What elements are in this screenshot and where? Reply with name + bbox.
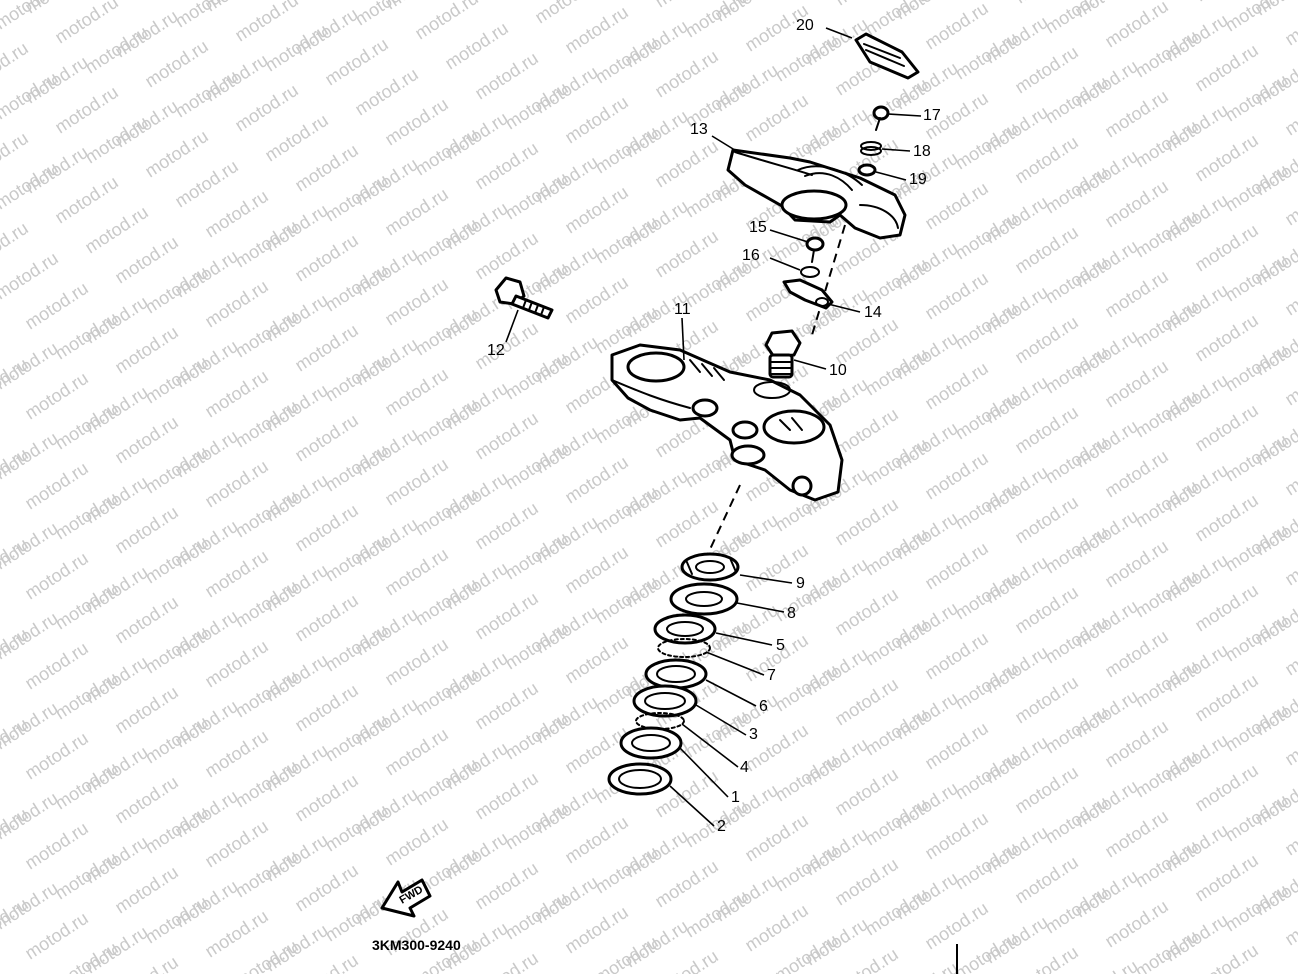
part-15-bolt [805,236,825,263]
part-1-bearing-race [619,726,683,760]
part-3-bearing-race [632,684,698,718]
part-20-emblem [854,32,920,80]
part-17-screw [872,105,890,131]
label-part-4: 4 [740,759,749,776]
assembly-axis-upper [811,224,846,336]
label-part-19: 19 [909,171,927,188]
label-part-13: 13 [690,121,708,138]
part-13-upper-bracket [726,148,907,240]
part-6-bearing-race [644,658,708,690]
label-part-7: 7 [767,667,776,684]
label-part-14: 14 [864,304,882,321]
fwd-arrow-icon: FWD [380,878,432,918]
part-9-ring-nut [680,552,740,582]
part-10-steering-nut [764,329,802,379]
part-11-under-bracket [610,343,844,502]
label-part-11: 11 [674,301,691,318]
label-part-10: 10 [829,362,847,379]
label-part-3: 3 [749,726,758,743]
part-18-spring [860,141,882,156]
part-8-seal [669,582,739,616]
part-2-dust-seal [607,762,673,796]
part-19-washer [857,163,877,177]
label-part-6: 6 [759,698,768,715]
drawing-code: 3KM300-9240 [372,937,461,953]
label-part-18: 18 [913,143,931,160]
assembly-axis-lower [704,484,741,561]
label-part-1: 1 [731,789,740,806]
part-7-ball-bearings [657,638,711,658]
label-part-9: 9 [796,575,805,592]
leader-lines [505,27,922,827]
label-part-2: 2 [717,818,726,835]
part-14-lock-plate [782,278,834,310]
label-part-8: 8 [787,605,796,622]
label-part-16: 16 [742,247,760,264]
label-part-20: 20 [796,17,814,34]
label-part-5: 5 [776,637,785,654]
label-part-12: 12 [487,342,505,359]
part-5-bearing-race [653,613,717,645]
part-12-pinch-bolt [494,276,554,320]
label-part-15: 15 [749,219,767,236]
label-part-17: 17 [923,107,941,124]
part-16-washer [800,266,820,278]
